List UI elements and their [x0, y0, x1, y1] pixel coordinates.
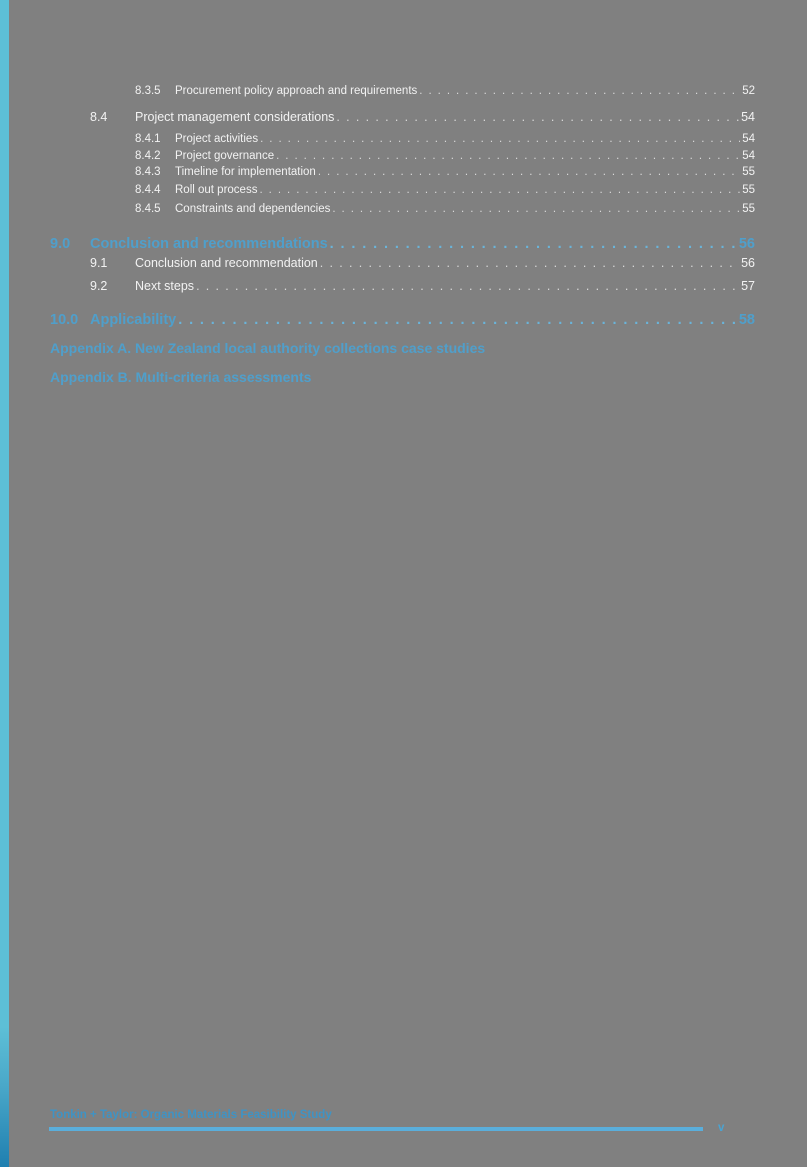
toc-dot-leader: . . . . . . . . . . . . . . . . . . . . …: [317, 166, 740, 178]
toc-entry-title: Timeline for implementation: [175, 166, 316, 178]
toc-entry-page: 55: [742, 166, 755, 178]
toc-entry[interactable]: 9.0 Conclusion and recommendations. . . .…: [50, 229, 755, 259]
toc-dot-leader: . . . . . . . . . . . . . . . . . . . . …: [336, 110, 739, 124]
toc-entry-number: 9.0: [50, 236, 71, 252]
toc-dot-leader: . . . . . . . . . . . . . . . . . . . . …: [332, 203, 740, 215]
toc-entry-title: Applicability: [90, 312, 177, 328]
toc-appendix-entry[interactable]: Appendix B. Multi-criteria assessments: [50, 369, 312, 385]
toc-entry-number: 10.0: [50, 312, 79, 328]
toc-entry[interactable]: 8.4.1 Project activities. . . . . . . . .…: [135, 130, 755, 150]
toc-entry-number: 8.4.1: [135, 133, 161, 145]
toc-entry-page: 55: [742, 184, 755, 196]
toc-dot-leader: . . . . . . . . . . . . . . . . . . . . …: [419, 85, 740, 97]
left-accent-bar: [0, 0, 9, 1167]
toc-entry[interactable]: 9.2 Next steps. . . . . . . . . . . . . .…: [90, 275, 755, 297]
footer-divider: [49, 1127, 703, 1131]
toc-entry-page: 56: [738, 236, 755, 252]
toc-entry[interactable]: 8.4.4 Roll out process. . . . . . . . . .…: [135, 181, 755, 201]
toc-entry-title: Conclusion and recommendation: [135, 256, 318, 270]
toc-entry[interactable]: 8.4.2 Project governance. . . . . . . . .…: [135, 147, 755, 167]
toc-entry-number: 8.4.2: [135, 150, 161, 162]
toc-entry-title: Project activities: [175, 133, 259, 145]
toc-entry-title: Project governance: [175, 150, 275, 162]
toc-dot-leader: . . . . . . . . . . . . . . . . . . . . …: [276, 150, 741, 162]
toc-entry[interactable]: 9.1 Conclusion and recommendation. . . . …: [90, 252, 755, 274]
toc-dot-leader: . . . . . . . . . . . . . . . . . . . . …: [319, 256, 739, 270]
toc-dot-leader: . . . . . . . . . . . . . . . . . . . . …: [178, 312, 737, 328]
toc-entry-page: 54: [742, 133, 755, 145]
toc-entry-number: 8.3.5: [135, 85, 161, 97]
toc-entry-title: Project management considerations: [135, 110, 335, 124]
toc-entry-number: 9.1: [90, 256, 108, 270]
toc-dot-leader: . . . . . . . . . . . . . . . . . . . . …: [196, 279, 739, 293]
toc-entry-title: Roll out process: [175, 184, 258, 196]
toc-entry-number: 8.4.4: [135, 184, 161, 196]
toc-entry[interactable]: 8.3.5 Procurement policy approach and req…: [135, 82, 755, 102]
toc-entry-page: 52: [742, 85, 755, 97]
toc-entry-page: 54: [742, 150, 755, 162]
toc-entry-title: Constraints and dependencies: [175, 203, 331, 215]
toc-entry-number: 9.2: [90, 279, 108, 293]
toc-entry-number: 8.4.5: [135, 203, 161, 215]
toc-entry-page: 58: [738, 312, 755, 328]
toc-entry[interactable]: 8.4 Project management considerations. . …: [90, 106, 755, 128]
toc-entry[interactable]: 8.4.5 Constraints and dependencies. . . .…: [135, 200, 755, 220]
toc-entry-page: 57: [741, 279, 755, 293]
page-footer: Tonkin + Taylor: Organic Materials Feasi…: [0, 1109, 807, 1149]
toc-entry-title: Next steps: [135, 279, 195, 293]
toc-dot-leader: . . . . . . . . . . . . . . . . . . . . …: [329, 236, 737, 252]
footer-title: Tonkin + Taylor: Organic Materials Feasi…: [50, 1109, 332, 1121]
toc-entry-title: Conclusion and recommendations: [90, 236, 328, 252]
toc-dot-leader: . . . . . . . . . . . . . . . . . . . . …: [259, 184, 740, 196]
toc-entry-page: 56: [741, 256, 755, 270]
toc-entry-number: 8.4: [90, 110, 108, 124]
toc-entry[interactable]: 10.0 Applicability. . . . . . . . . . . .…: [50, 305, 755, 335]
toc-entry-number: 8.4.3: [135, 166, 161, 178]
toc-entry-page: 54: [741, 110, 755, 124]
toc-dot-leader: . . . . . . . . . . . . . . . . . . . . …: [260, 133, 740, 145]
toc-entry-page: 55: [742, 203, 755, 215]
toc-entry[interactable]: 8.4.3 Timeline for implementation. . . . …: [135, 163, 755, 183]
toc-entry-title: Procurement policy approach and requirem…: [175, 85, 418, 97]
footer-page-number: v: [718, 1122, 725, 1134]
toc-appendix-entry[interactable]: Appendix A. New Zealand local authority …: [50, 340, 486, 356]
